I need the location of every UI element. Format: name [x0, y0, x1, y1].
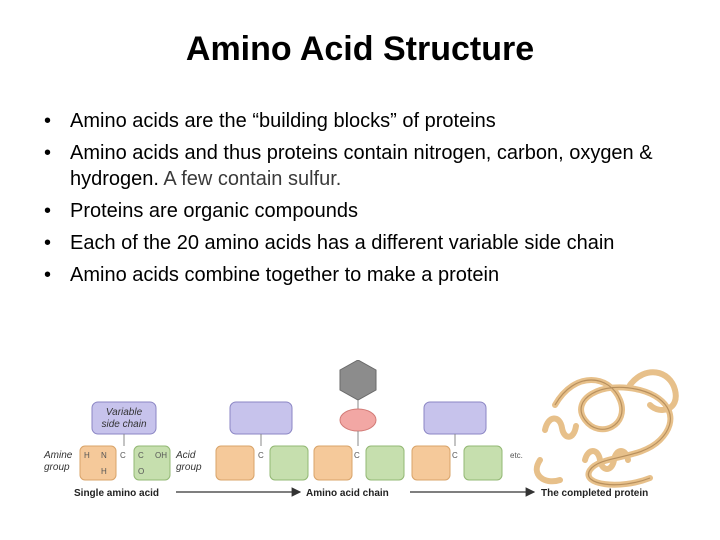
chain-amine-1 — [215, 445, 255, 481]
atom-h2: H — [101, 467, 107, 476]
variable-side-chain-line2: side chain — [101, 419, 146, 430]
bullet-text: Proteins are organic compounds — [70, 200, 358, 222]
chain-acid-3 — [463, 445, 503, 481]
bullet-dot: • — [44, 142, 52, 164]
bullet-text: Amino acids and thus proteins contain ni… — [70, 142, 653, 190]
bullet-dot: • — [44, 110, 52, 132]
acid-group-label-1: Acid — [175, 450, 196, 461]
bullet-item: • Amino acids and thus proteins contain n… — [44, 140, 684, 192]
bullet-text: Each of the 20 amino acids has a differe… — [70, 232, 615, 254]
amine-group-label-2: group — [44, 462, 70, 473]
acid-group-label-2: group — [176, 462, 202, 473]
bullet-item: • Proteins are organic compounds — [44, 198, 684, 224]
bullet-text-sulfur: A few contain sulfur. — [158, 168, 342, 190]
bullet-dot: • — [44, 264, 52, 286]
chain-amine-3 — [411, 445, 451, 481]
amine-group-box — [79, 445, 117, 481]
acid-group-box — [133, 445, 171, 481]
bullet-text: Amino acids are the “building blocks” of… — [70, 110, 496, 132]
bullet-dot: • — [44, 232, 52, 254]
hexagon-side-chain — [339, 360, 377, 401]
atom-n: N — [101, 451, 107, 460]
atom-c2: C — [138, 451, 144, 460]
single-amino-acid-label: Single amino acid — [74, 488, 159, 499]
bullet-dot: • — [44, 200, 52, 222]
chain-c-3: C — [452, 451, 458, 460]
chain-side-chain-1 — [229, 401, 293, 435]
chain-acid-2 — [365, 445, 405, 481]
completed-protein-label: The completed protein — [541, 488, 648, 499]
variable-side-chain-line1: Variable — [106, 407, 143, 418]
bullet-item: • Amino acids are the “building blocks” o… — [44, 108, 684, 134]
chain-c-2: C — [354, 451, 360, 460]
atom-o: O — [138, 467, 144, 476]
ellipse-side-chain — [339, 408, 377, 432]
amine-group-label-1: Amine — [43, 450, 73, 461]
bullet-list: • Amino acids are the “building blocks” o… — [44, 108, 684, 294]
bullet-text: Amino acids combine together to make a p… — [70, 264, 500, 286]
amino-acid-chain-label: Amino acid chain — [306, 488, 389, 499]
atom-oh: OH — [155, 451, 167, 460]
chain-acid-1 — [269, 445, 309, 481]
bullet-item: • Each of the 20 amino acids has a differ… — [44, 230, 684, 256]
chain-side-chain-2 — [423, 401, 487, 435]
amino-acid-diagram: Variable side chain Amine group H N C C … — [43, 360, 679, 499]
atom-c1: C — [120, 451, 126, 460]
etc-label: etc. — [510, 451, 523, 460]
bullet-item: • Amino acids combine together to make a … — [44, 262, 684, 288]
slide-title: Amino Acid Structure — [185, 30, 535, 68]
chain-amine-2 — [313, 445, 353, 481]
chain-c-1: C — [258, 451, 264, 460]
atom-h: H — [84, 451, 90, 460]
